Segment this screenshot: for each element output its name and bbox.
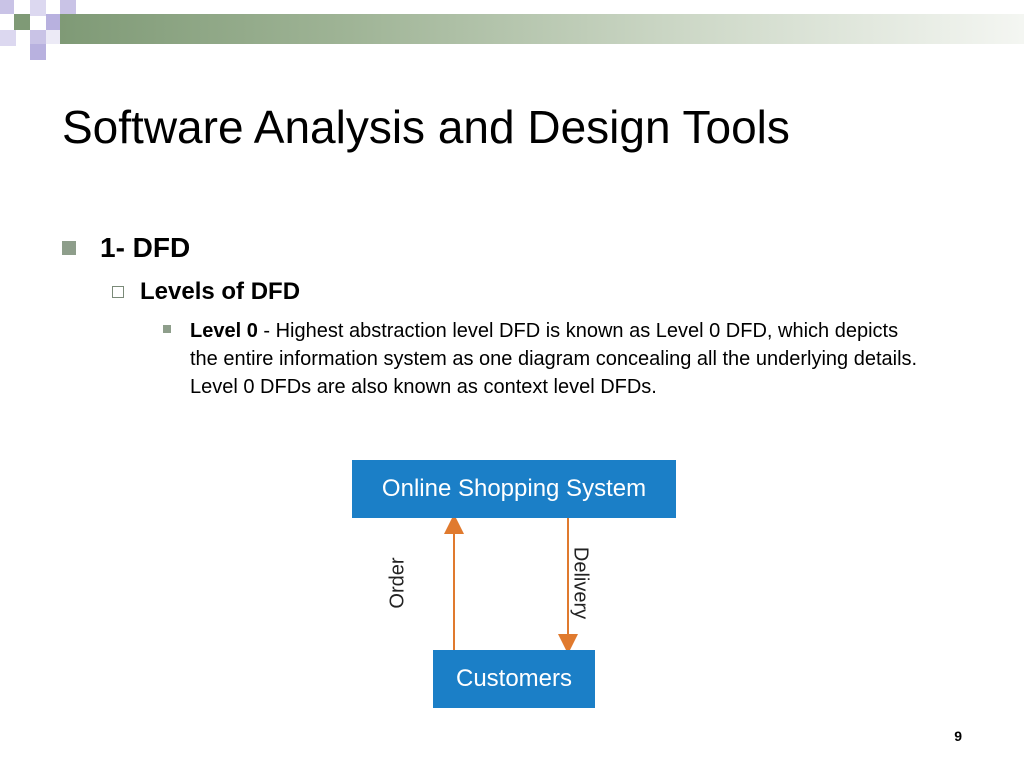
decoration-square (30, 44, 46, 60)
decoration-square (46, 30, 60, 44)
decoration-square (30, 0, 46, 16)
slide-title: Software Analysis and Design Tools (62, 101, 790, 153)
small-square-bullet-icon (163, 325, 171, 333)
hollow-square-bullet-icon (112, 286, 124, 298)
delivery-label: Delivery (569, 546, 592, 620)
decoration-square (0, 30, 16, 46)
level0-term: Level 0 (190, 320, 258, 342)
decoration-square (14, 14, 30, 30)
bullet-level2-text: Levels of DFD (140, 278, 301, 305)
dfd-arrows (444, 514, 578, 654)
level0-description: - Highest abstraction level DFD is known… (190, 320, 918, 398)
online-shopping-system-box: Online Shopping System (352, 460, 676, 518)
page-number: 9 (954, 728, 962, 744)
customers-box: Customers (433, 650, 595, 708)
bullet-level1: 1- DFD (62, 232, 190, 264)
decoration-square (0, 0, 14, 14)
order-label: Order (386, 557, 409, 609)
decoration-square (46, 14, 60, 30)
decoration-square (30, 30, 46, 44)
square-bullet-icon (62, 241, 76, 255)
bullet-level3: Level 0 - Highest abstraction level DFD … (163, 317, 923, 401)
bullet-level3-text: Level 0 - Highest abstraction level DFD … (190, 317, 923, 401)
context-dfd-diagram: Online Shopping System Customers Order D… (350, 458, 680, 713)
bullet-level1-text: 1- DFD (100, 232, 191, 263)
top-decoration-band (60, 14, 1024, 44)
bullet-level2: Levels of DFD (112, 278, 300, 306)
decoration-square (60, 0, 76, 14)
